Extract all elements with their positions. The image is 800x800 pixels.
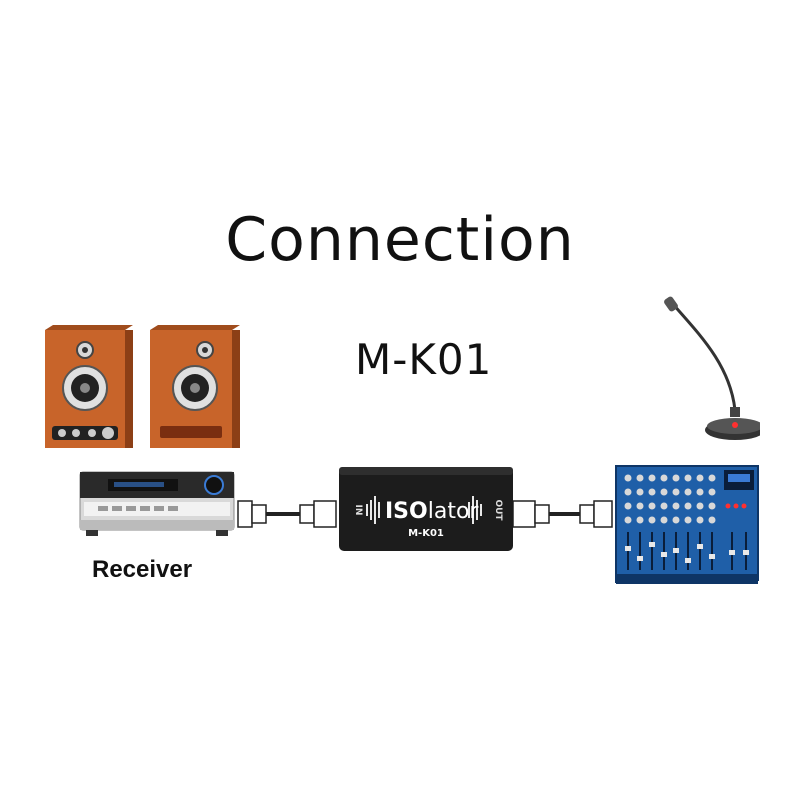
- port-out-label: OUT: [493, 499, 503, 521]
- brand-rest: lator: [428, 499, 480, 524]
- microphone-image: [664, 296, 760, 440]
- isolator-model-label: M-K01: [408, 528, 444, 539]
- mixer-image: [615, 465, 759, 584]
- isolator-device: IN OUT ISOlator M-K01: [339, 467, 513, 551]
- port-in-label: IN: [353, 505, 363, 516]
- cable-connections: [237, 500, 613, 528]
- waveform-icon: [366, 496, 482, 524]
- model-subtitle: M-K01: [355, 335, 493, 384]
- speaker-left: [45, 325, 133, 448]
- receiver-label: Receiver: [92, 556, 193, 583]
- page-title: Connection: [225, 205, 575, 275]
- receiver-image: [79, 471, 235, 536]
- brand-bold: ISO: [385, 499, 428, 524]
- left-cable: [237, 500, 337, 528]
- right-cable: [512, 500, 613, 528]
- speakers-image: [45, 325, 240, 448]
- svg-text:ISOlator: ISOlator: [385, 499, 479, 524]
- speaker-right: [150, 325, 240, 448]
